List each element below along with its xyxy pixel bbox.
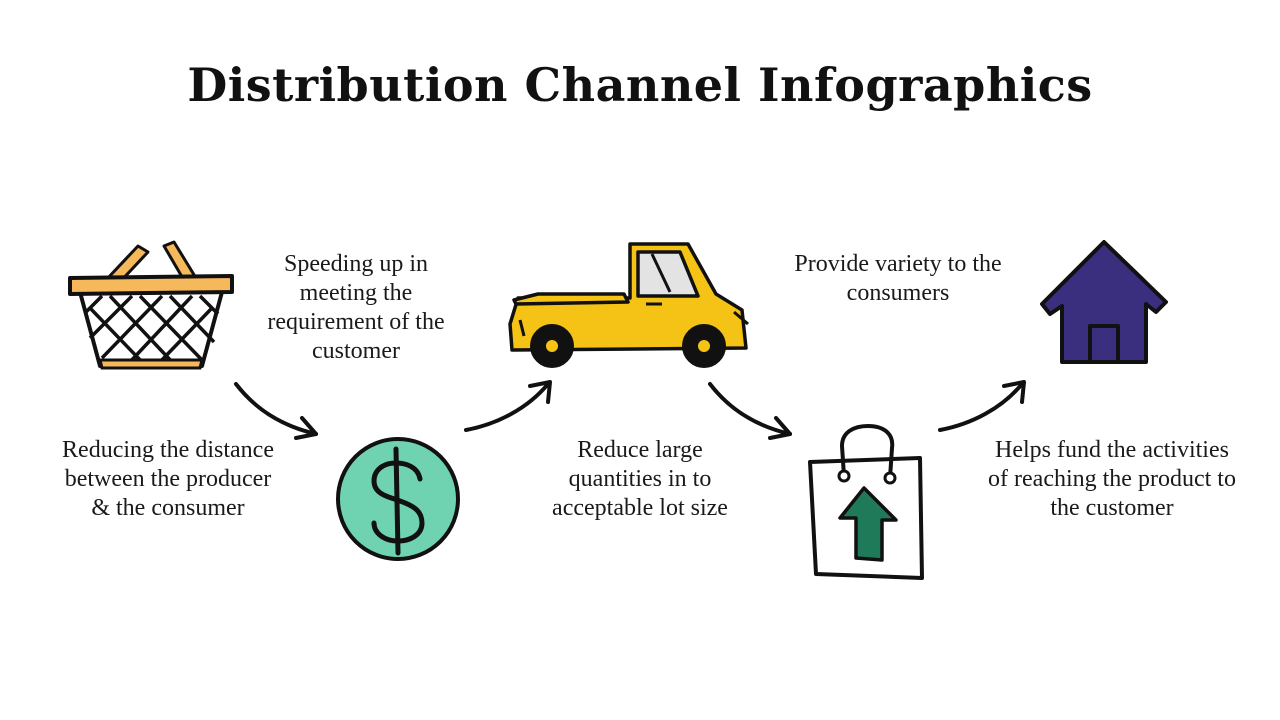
step-text-provide-variety: Provide variety to the consumers <box>794 251 1002 306</box>
basket-icon <box>66 238 236 373</box>
house-icon <box>1040 238 1170 368</box>
step-text-reducing-distance: Reducing the distance between the produc… <box>62 437 274 521</box>
page-title: Distribution Channel Infographics <box>187 58 1093 112</box>
step-text-helps-fund: Helps fund the activities of reaching th… <box>988 437 1236 521</box>
arrow-icon <box>234 382 318 440</box>
step-text-speeding-up: Speeding up in meeting the requirement o… <box>267 251 445 364</box>
dollar-coin-icon <box>334 433 464 568</box>
step-text-reduce-quantities: Reduce large quantities in to acceptable… <box>552 437 728 521</box>
arrow-icon <box>938 380 1026 432</box>
arrow-icon <box>464 380 552 432</box>
truck-icon <box>508 240 753 370</box>
arrow-icon <box>708 382 792 440</box>
shopping-bag-icon <box>806 423 926 582</box>
